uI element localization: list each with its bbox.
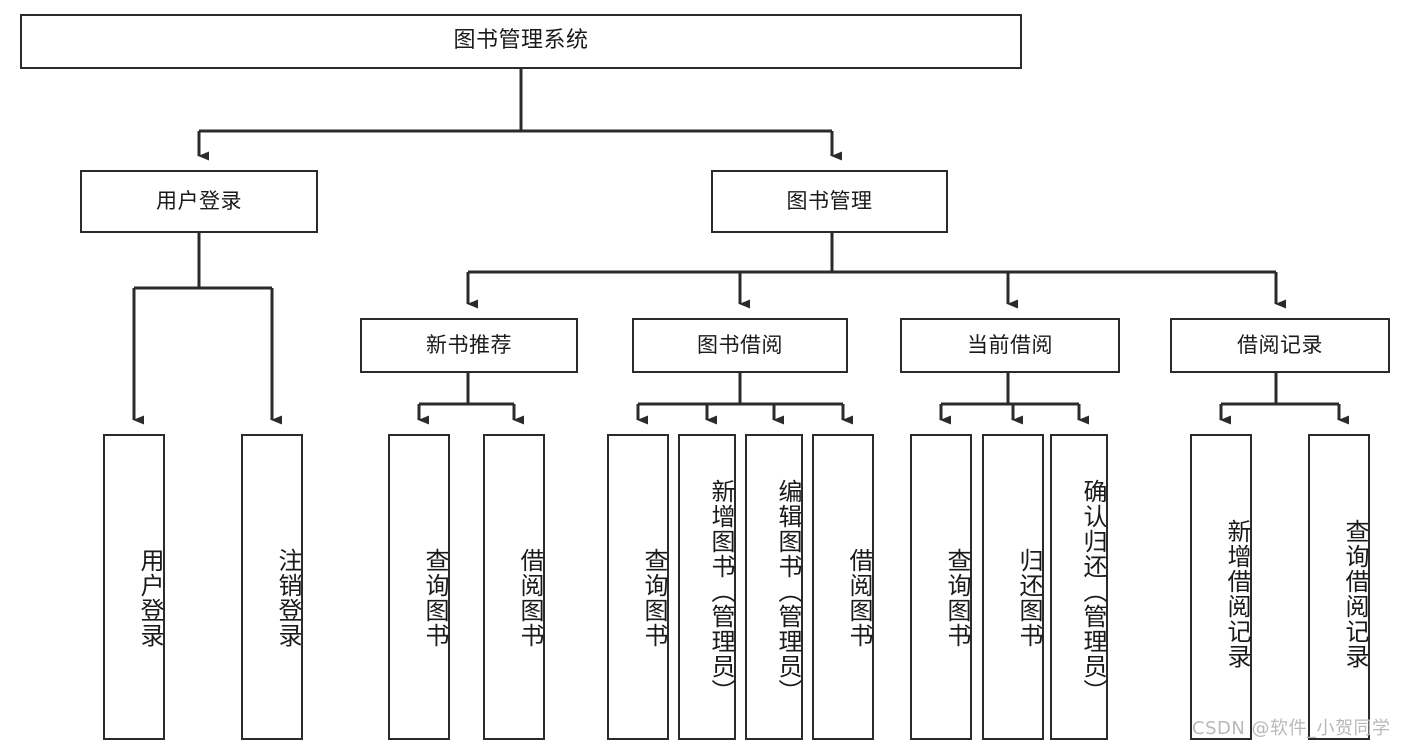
node-user-login[interactable]: 用户登录 [80,170,318,233]
node-leaf-add-record-label: 新增借阅记录 [1223,519,1251,669]
node-leaf-query-book-3[interactable]: 查询图书 [910,434,972,740]
node-leaf-borrow-book-2-label: 借阅图书 [845,548,873,648]
node-leaf-borrow-book-2[interactable]: 借阅图书 [812,434,874,740]
node-leaf-logout-login-label: 注销登录 [274,548,302,648]
node-leaf-borrow-book-1[interactable]: 借阅图书 [483,434,545,740]
node-leaf-query-book-3-label: 查询图书 [943,548,971,648]
node-leaf-borrow-book-1-label: 借阅图书 [516,548,544,648]
node-leaf-user-login-label: 用户登录 [136,548,164,648]
edge-currentborrow-to-leaves [939,373,1089,425]
node-leaf-add-book[interactable]: 新增图书（管理员） [678,434,736,740]
node-new-book-recommend[interactable]: 新书推荐 [360,318,578,373]
node-root-label: 图书管理系统 [453,28,589,54]
node-borrow-record[interactable]: 借阅记录 [1170,318,1390,373]
edge-newbook-to-leaves [417,373,524,425]
node-leaf-query-record-label: 查询借阅记录 [1341,519,1369,669]
node-leaf-add-book-label: 新增图书（管理员） [707,478,735,704]
node-leaf-query-book-2-label: 查询图书 [640,548,668,648]
node-borrow-record-label: 借阅记录 [1237,332,1323,357]
node-leaf-confirm-return[interactable]: 确认归还（管理员） [1050,434,1108,740]
edge-borrowrecord-to-leaves [1219,373,1349,425]
node-leaf-edit-book[interactable]: 编辑图书（管理员） [745,434,803,740]
node-new-book-recommend-label: 新书推荐 [426,332,512,357]
node-book-borrow[interactable]: 图书借阅 [632,318,848,373]
node-leaf-query-book-1[interactable]: 查询图书 [388,434,450,740]
edge-userlogin-to-leaves [132,233,282,425]
node-leaf-query-book-2[interactable]: 查询图书 [607,434,669,740]
node-leaf-logout-login[interactable]: 注销登录 [241,434,303,740]
edge-bookborrow-to-leaves [636,373,853,425]
node-leaf-add-record[interactable]: 新增借阅记录 [1190,434,1252,740]
node-root-book-management-system[interactable]: 图书管理系统 [20,14,1022,69]
node-leaf-user-login[interactable]: 用户登录 [103,434,165,740]
csdn-watermark: CSDN @软件_小贺同学 [1192,718,1391,739]
node-leaf-return-book-label: 归还图书 [1015,548,1043,648]
edge-root-to-level2 [197,69,842,161]
node-book-manage-label: 图书管理 [786,188,873,213]
node-book-manage[interactable]: 图书管理 [711,170,948,233]
node-current-borrow-label: 当前借阅 [967,332,1053,357]
node-leaf-edit-book-label: 编辑图书（管理员） [774,478,802,704]
node-leaf-return-book[interactable]: 归还图书 [982,434,1044,740]
node-leaf-confirm-return-label: 确认归还（管理员） [1079,478,1107,704]
node-leaf-query-record[interactable]: 查询借阅记录 [1308,434,1370,740]
edge-bookmanage-to-level3 [466,233,1286,309]
node-user-login-label: 用户登录 [156,188,242,213]
node-leaf-query-book-1-label: 查询图书 [421,548,449,648]
node-book-borrow-label: 图书借阅 [697,332,783,357]
node-current-borrow[interactable]: 当前借阅 [900,318,1120,373]
